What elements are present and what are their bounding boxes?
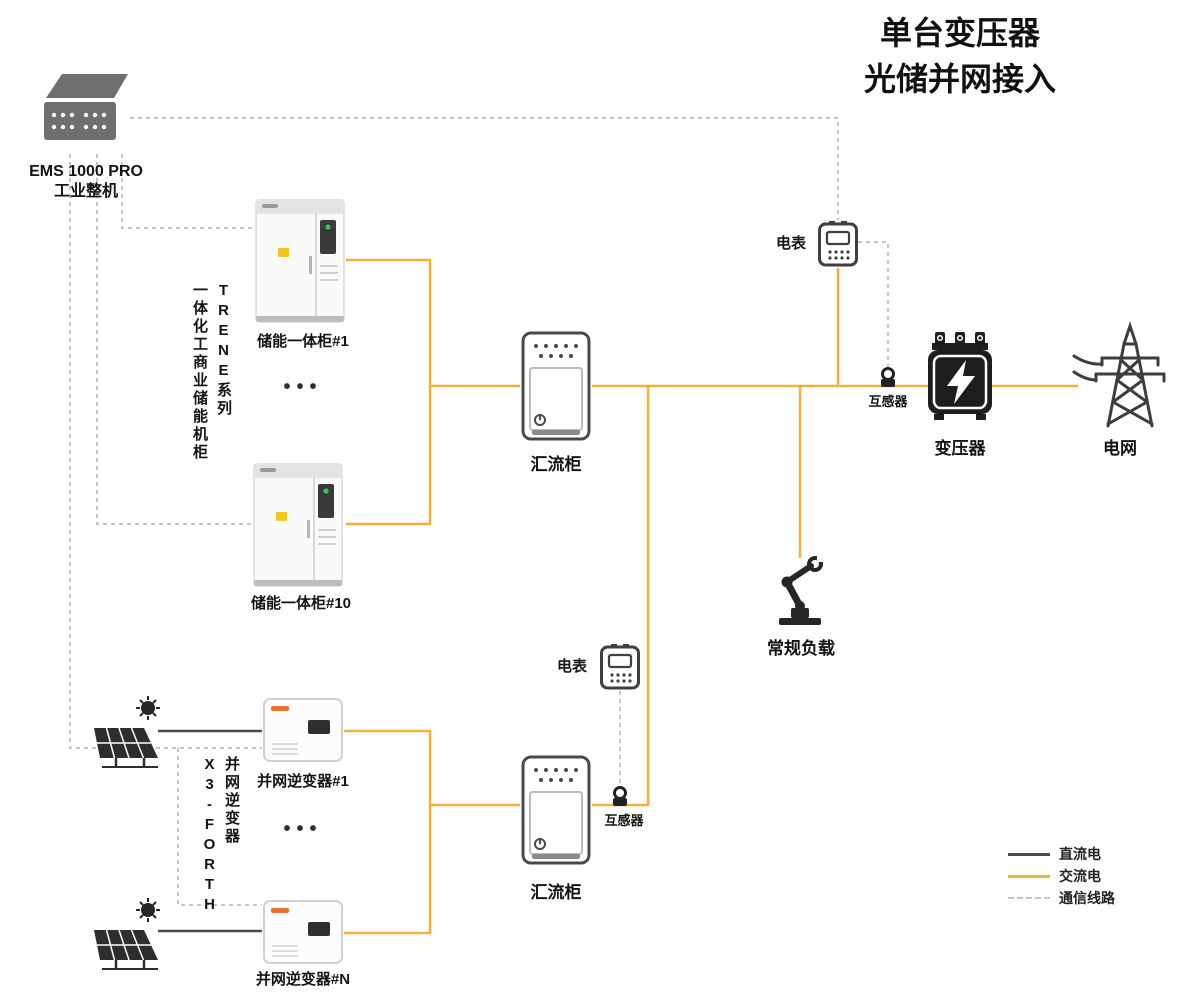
diagram-title: 单台变压器 光储并网接入 — [740, 10, 1180, 102]
current-transformer-top-icon — [878, 366, 898, 388]
storage-cabinet-10-icon — [252, 458, 344, 590]
comm-line-sample — [1008, 897, 1050, 899]
inverter-1-icon — [262, 696, 344, 766]
storage-cabinet-10-label: 储能一体柜#10 — [250, 595, 352, 612]
power-grid-icon — [1072, 318, 1168, 430]
inverter-series-vertical-label: 并网逆变器 X3-FORTH — [198, 756, 245, 916]
transformer-icon — [922, 330, 998, 422]
inverter-n-label: 并网逆变器#N — [255, 971, 351, 988]
meter-bottom-label: 电表 — [557, 658, 588, 675]
storage-series-vertical-label: TRENE系列 一体化工商业储能机柜 — [186, 282, 237, 462]
combiner-bottom-label: 汇流柜 — [530, 883, 582, 902]
legend-dc-label: 直流电 — [1059, 846, 1101, 862]
regular-load-label: 常规负载 — [767, 639, 835, 658]
combiner-cabinet-bottom-icon — [520, 754, 592, 866]
power-grid-label: 电网 — [1103, 439, 1137, 458]
current-transformer-bottom-icon — [610, 785, 630, 807]
title-line-1: 单台变压器 — [879, 15, 1040, 51]
dc-line-sample — [1008, 852, 1050, 856]
inverter-n-icon — [262, 898, 344, 968]
inverter-ellipsis: ••• — [283, 818, 323, 840]
meter-top-label: 电表 — [776, 235, 807, 252]
storage-cabinet-1-icon — [254, 194, 346, 326]
pv-array-n-icon — [86, 898, 168, 976]
legend-row-ac: 交流电 — [1008, 865, 1115, 887]
transformer-label: 变压器 — [934, 439, 986, 458]
legend: 直流电 交流电 通信线路 — [1008, 843, 1115, 909]
title-line-2: 光储并网接入 — [863, 61, 1056, 97]
meter-top-icon — [817, 220, 859, 268]
ems-type: 工业整机 — [53, 183, 119, 200]
storage-group-name: 一体化工商业储能机柜 — [191, 282, 208, 462]
inverter-group-name: 并网逆变器 — [223, 756, 240, 846]
legend-row-comm: 通信线路 — [1008, 887, 1115, 909]
regular-load-icon — [767, 552, 833, 630]
pv-array-1-icon — [86, 696, 168, 774]
inverter-series-name: X3-FORTH — [201, 756, 218, 916]
ems-label: EMS 1000 PRO 工业整机 — [29, 162, 143, 202]
ems-model: EMS 1000 PRO — [29, 163, 143, 180]
legend-ac-label: 交流电 — [1059, 868, 1101, 884]
meter-bottom-icon — [599, 643, 641, 691]
current-transformer-top-label: 互感器 — [868, 394, 908, 409]
legend-row-dc: 直流电 — [1008, 843, 1115, 865]
ac-line-sample — [1008, 874, 1050, 878]
inverter-1-label: 并网逆变器#1 — [257, 773, 349, 790]
combiner-cabinet-top-icon — [520, 330, 592, 442]
storage-cabinet-1-label: 储能一体柜#1 — [257, 333, 349, 350]
current-transformer-bottom-label: 互感器 — [604, 813, 644, 828]
ems-server-icon — [38, 68, 130, 154]
combiner-top-label: 汇流柜 — [530, 455, 582, 474]
communication-lines — [69, 117, 889, 906]
storage-series-name: TRENE系列 — [215, 282, 232, 418]
legend-comm-label: 通信线路 — [1059, 890, 1115, 906]
storage-ellipsis: ••• — [283, 376, 323, 398]
